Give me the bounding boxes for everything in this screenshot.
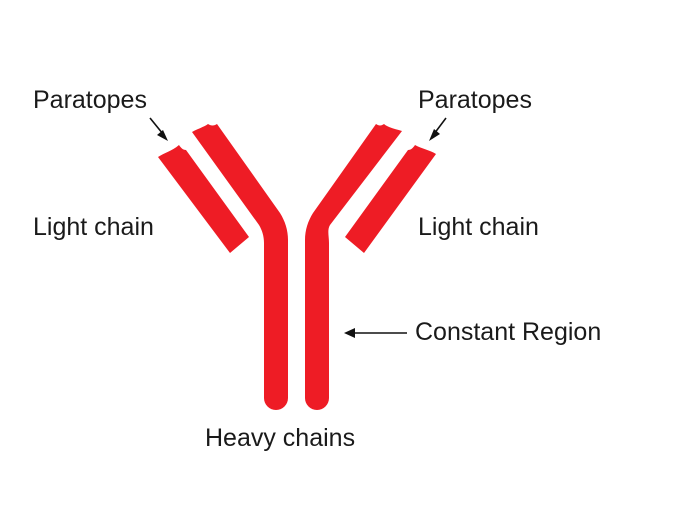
heavy-chain-right-shape [305, 124, 402, 410]
paratopes-left-arrowhead [157, 130, 168, 141]
light-chain-right-label: Light chain [418, 213, 539, 241]
constant-region-label: Constant Region [415, 318, 601, 346]
constant-region-arrowhead [344, 328, 355, 338]
heavy-chain-left-shape [192, 124, 288, 410]
light-chain-right [345, 145, 436, 253]
constant-region-arrow [344, 328, 407, 338]
light-chain-left-shape [158, 145, 249, 253]
paratopes-left-arrow [149, 117, 168, 141]
heavy-chain-left [192, 124, 288, 410]
light-chain-right-shape [345, 145, 436, 253]
paratopes-right-label: Paratopes [418, 86, 532, 114]
paratopes-right-arrow [429, 117, 447, 141]
paratopes-right-arrowhead [429, 129, 440, 141]
light-chain-left [158, 145, 249, 253]
paratopes-left-label: Paratopes [33, 86, 147, 114]
light-chain-left-label: Light chain [33, 213, 154, 241]
heavy-chain-right [305, 124, 402, 410]
heavy-chains-label: Heavy chains [205, 424, 355, 452]
